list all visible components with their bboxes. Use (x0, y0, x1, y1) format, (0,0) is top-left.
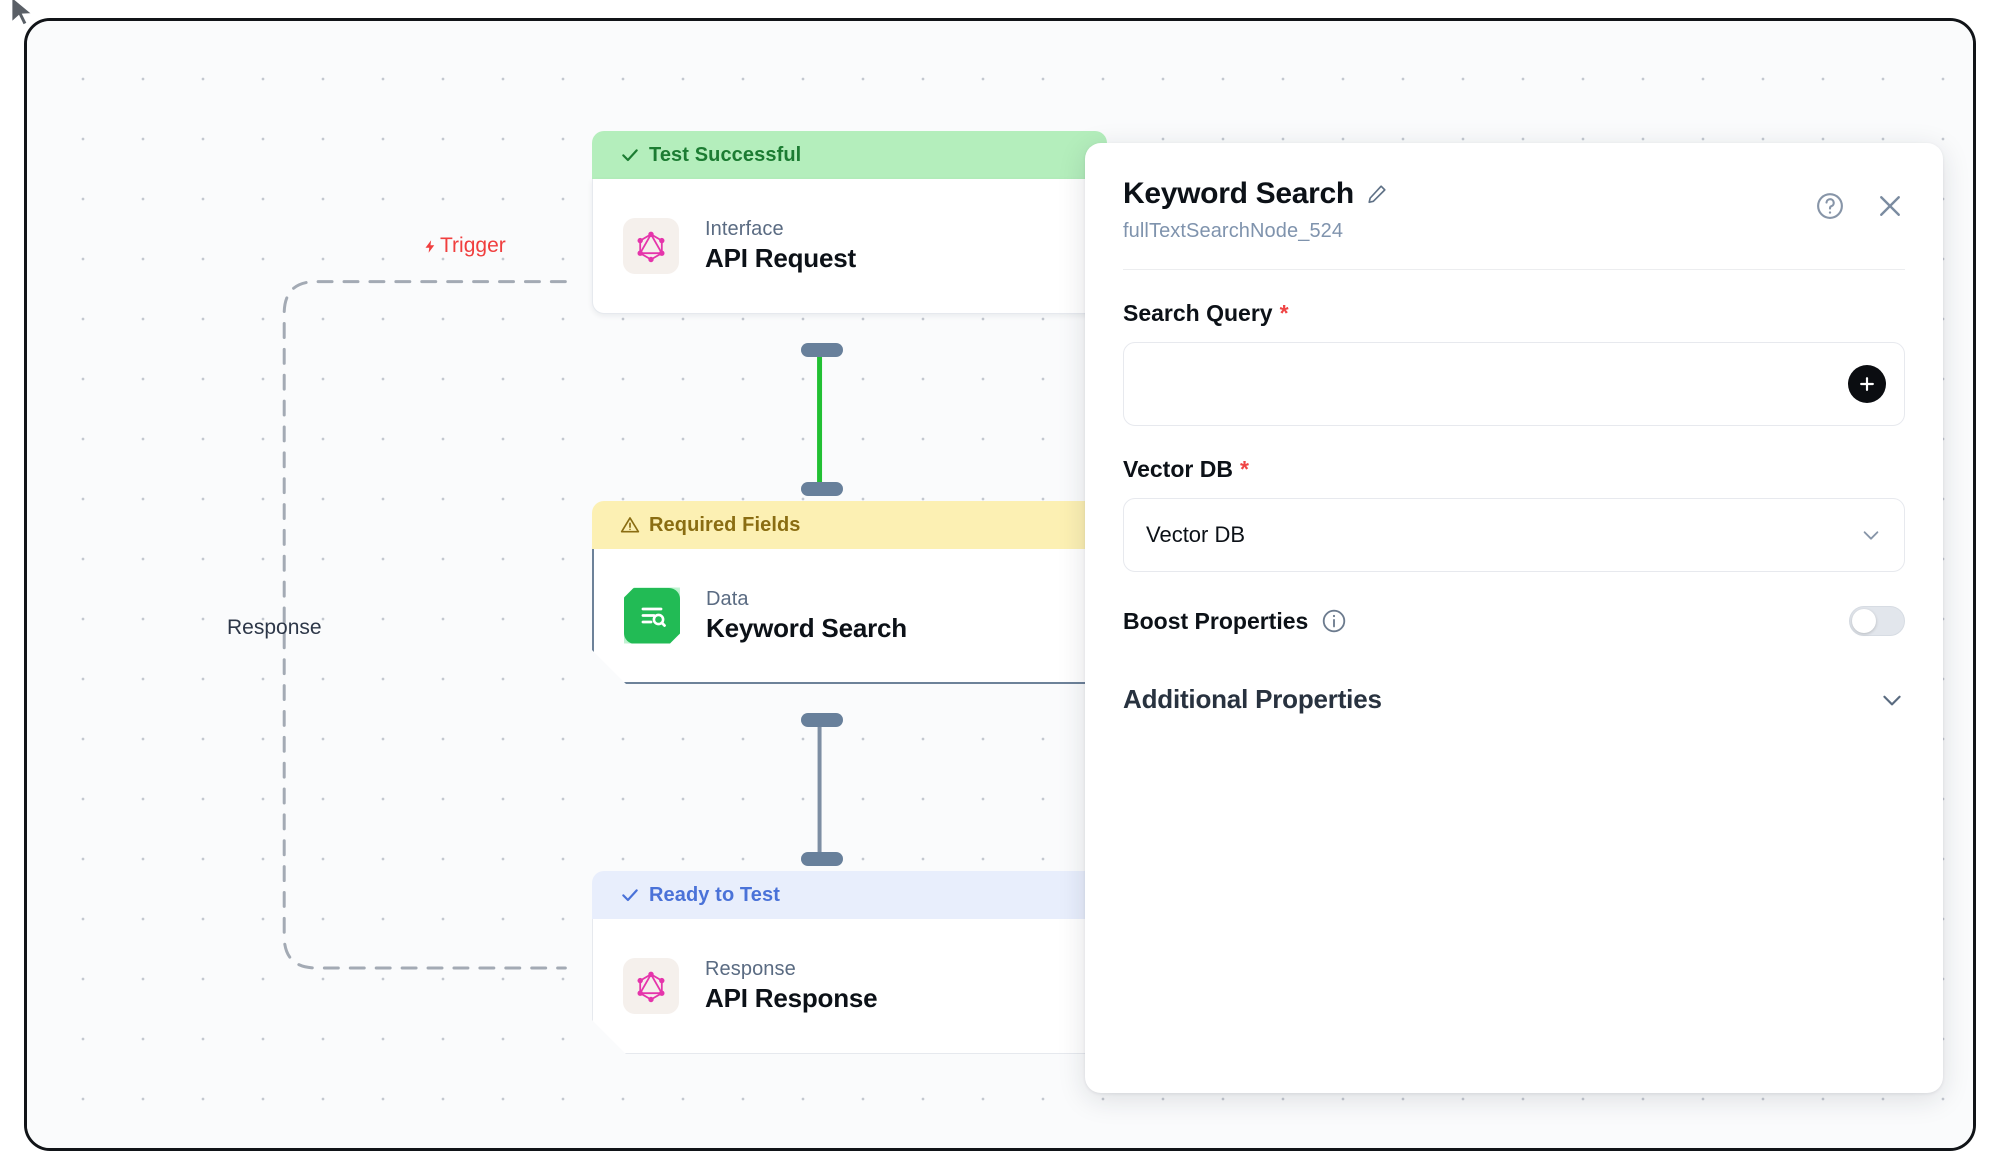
chevron-down-icon (1883, 695, 1901, 705)
node-keyword-search[interactable]: Required Fields Data Keyword Search (592, 501, 1107, 684)
node-handle-source-keyword-search[interactable] (801, 713, 843, 727)
accordion-title: Additional Properties (1123, 684, 1382, 714)
node-status-badge: Required Fields (592, 501, 1107, 549)
node-kind-label: Response (705, 958, 796, 980)
add-search-query-button[interactable] (1848, 365, 1886, 403)
field-label: Search Query * (1123, 300, 1905, 327)
chevron-down-icon (1863, 531, 1879, 540)
plus-icon (1860, 377, 1874, 391)
node-title: API Request (705, 243, 856, 273)
node-body[interactable]: Interface API Request (592, 179, 1107, 314)
additional-properties-accordion[interactable]: Additional Properties (1123, 684, 1905, 715)
required-marker: * (1279, 300, 1289, 326)
required-marker: * (1239, 456, 1249, 482)
node-handle-source-api-request[interactable] (801, 343, 843, 357)
vector-db-select[interactable]: Vector DB (1123, 498, 1905, 572)
graphql-icon (623, 958, 679, 1014)
field-label: Vector DB * (1123, 456, 1905, 483)
node-status-text: Ready to Test (649, 883, 780, 906)
pencil-icon[interactable] (1366, 183, 1388, 205)
info-circle-icon[interactable] (1321, 608, 1347, 634)
node-handle-target-api-response[interactable] (801, 852, 843, 866)
field-search-query: Search Query * (1123, 300, 1905, 426)
warning-triangle-icon (620, 517, 640, 533)
panel-divider (1123, 269, 1905, 270)
mouse-cursor-icon (10, 0, 35, 27)
trigger-label: Trigger (423, 234, 506, 258)
field-boost-properties: Boost Properties (1123, 606, 1905, 636)
question-circle-icon[interactable] (1815, 191, 1845, 221)
app-window: Trigger Response Test Successful (24, 18, 1976, 1151)
node-status-badge: Test Successful (592, 131, 1107, 179)
node-handle-target-keyword-search[interactable] (801, 482, 843, 496)
node-status-text: Required Fields (649, 513, 801, 536)
node-body[interactable]: Response API Response (592, 919, 1107, 1054)
panel-header: Keyword Search fullTextSearchNode_524 (1123, 143, 1905, 270)
node-kind-label: Data (706, 587, 749, 610)
node-status-badge: Ready to Test (592, 871, 1107, 919)
field-vector-db: Vector DB * Vector DB (1123, 456, 1905, 572)
node-title: API Response (705, 983, 878, 1013)
panel-title: Keyword Search (1123, 177, 1354, 210)
trigger-label-text: Trigger (440, 234, 506, 257)
node-body[interactable]: Data Keyword Search (592, 549, 1107, 684)
boost-properties-label-group: Boost Properties (1123, 608, 1347, 635)
panel-subtitle: fullTextSearchNode_524 (1123, 220, 1344, 242)
field-label-text: Boost Properties (1123, 607, 1309, 634)
lightning-bolt-icon (425, 239, 435, 253)
check-icon (622, 149, 638, 162)
field-label-text: Search Query (1123, 300, 1273, 326)
node-status-text: Test Successful (649, 143, 802, 166)
field-label-text: Vector DB (1123, 456, 1233, 482)
close-icon[interactable] (1875, 191, 1905, 221)
check-icon (622, 889, 638, 902)
node-api-request[interactable]: Test Successful (592, 131, 1107, 314)
vector-db-value: Vector DB (1146, 522, 1246, 547)
boost-properties-toggle[interactable] (1849, 606, 1905, 636)
graphql-icon (623, 218, 679, 274)
node-title: Keyword Search (706, 612, 907, 643)
toggle-knob (1852, 609, 1876, 633)
document-search-icon (624, 588, 680, 644)
flow-canvas[interactable]: Trigger Response Test Successful (27, 21, 1973, 1148)
node-properties-panel: Keyword Search fullTextSearchNode_524 (1085, 143, 1943, 1093)
panel-title-row: Keyword Search (1123, 177, 1905, 211)
node-kind-label: Interface (705, 218, 784, 240)
node-api-response[interactable]: Ready to Test (592, 871, 1107, 1054)
panel-header-actions (1815, 191, 1905, 221)
search-query-input[interactable] (1123, 342, 1905, 426)
response-label: Response (227, 616, 322, 639)
